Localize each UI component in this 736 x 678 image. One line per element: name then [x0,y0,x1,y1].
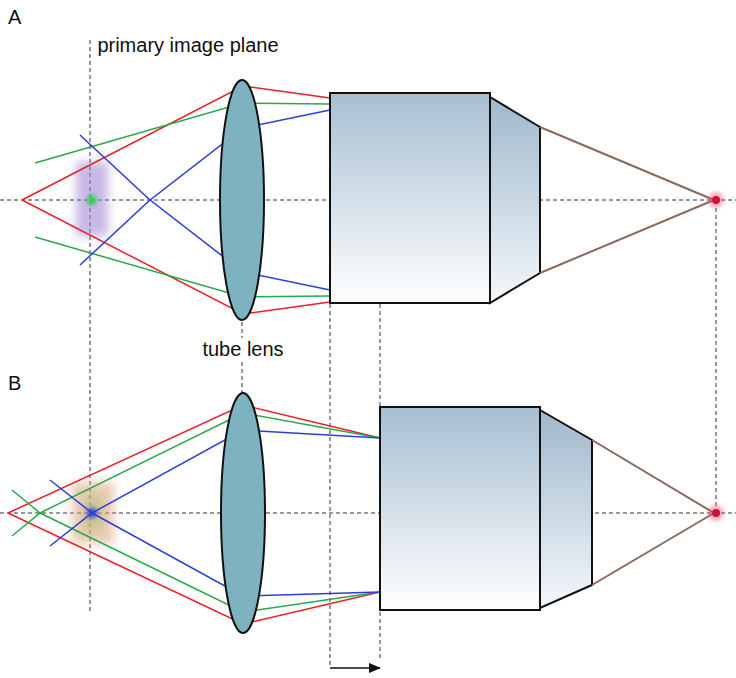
panel-letter: B [8,372,21,394]
panel-letter: A [8,6,21,28]
plane-label: primary image plane [94,34,281,56]
lens-label: tube lens [199,338,286,360]
